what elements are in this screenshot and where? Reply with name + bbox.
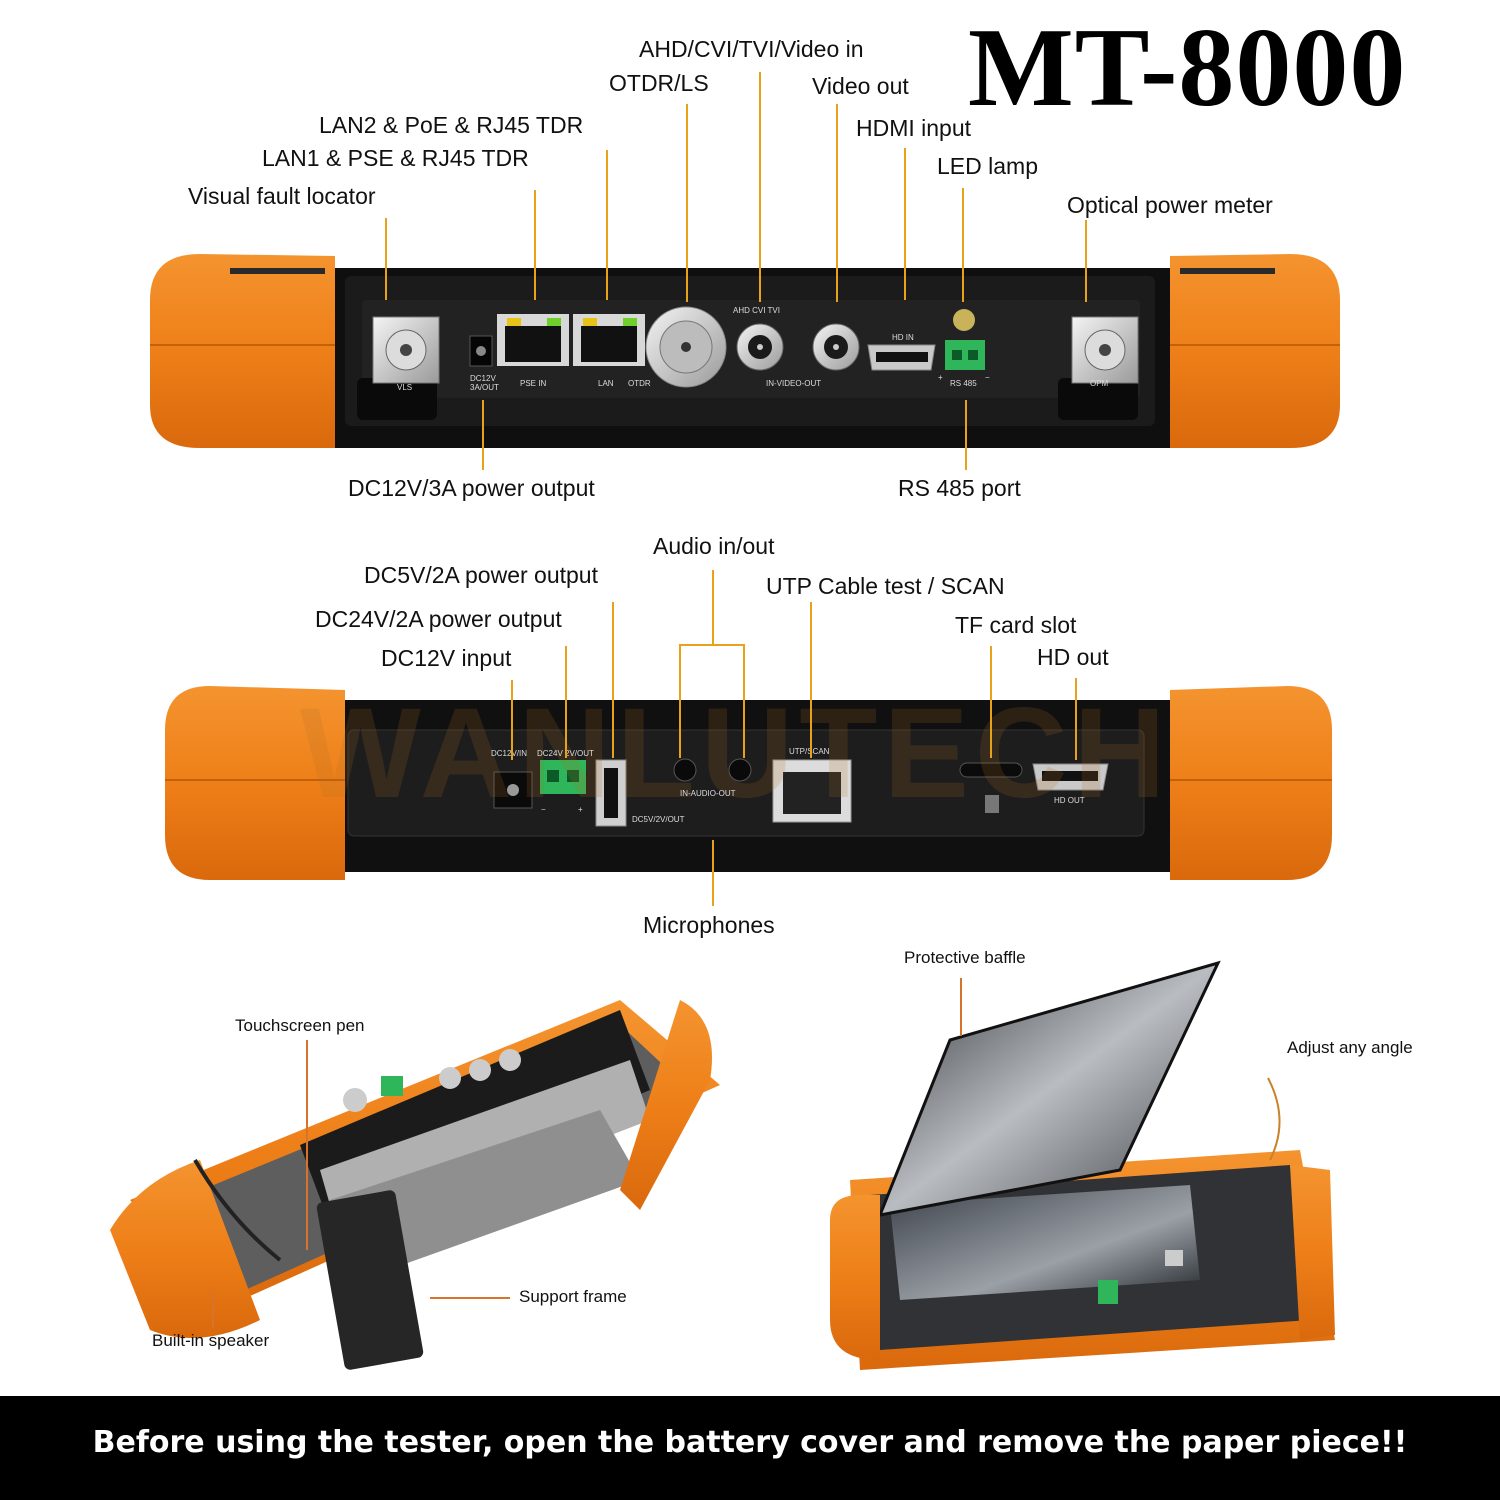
dc5v-label: DC5V/2A power output <box>364 562 598 588</box>
mic-leader <box>712 840 714 906</box>
opm-port-label: OPM <box>1090 379 1109 388</box>
dc5v-leader <box>612 602 614 758</box>
baffle-leader <box>960 978 962 1036</box>
utp-label: UTP Cable test / SCAN <box>766 573 1005 599</box>
dc3a-port-label: 3A/OUT <box>470 383 499 392</box>
dc12in-label: DC12V input <box>381 645 512 671</box>
vls-port-label: VLS <box>397 383 413 392</box>
lan2-leader <box>606 150 608 300</box>
tf-label: TF card slot <box>955 612 1077 638</box>
ahd-leader <box>759 72 761 302</box>
rs485-minus-label: − <box>985 373 990 382</box>
dc24v-minus-label: − <box>541 805 546 814</box>
baffle-label: Protective baffle <box>904 948 1026 967</box>
lan-port-label: LAN <box>598 379 614 388</box>
audio-leader-stem <box>712 570 714 644</box>
speaker-leader <box>212 1290 214 1328</box>
hd-in-port-label: HD IN <box>892 333 914 342</box>
footer-notice: Before using the tester, open the batter… <box>92 1425 1408 1460</box>
otdr-port-label: OTDR <box>628 379 651 388</box>
rs485-plus-label: + <box>938 373 943 382</box>
rs485-label: RS 485 port <box>898 475 1021 501</box>
ahd-cvi-tvi-port-label: AHD CVI TVI <box>733 306 780 315</box>
rs485-port-label: RS 485 <box>950 379 977 388</box>
utp-leader <box>810 602 812 758</box>
touch-pen-leader <box>306 1040 308 1250</box>
audio-leader-bar <box>679 644 745 646</box>
dc12in-leader <box>511 680 513 760</box>
footer-bar <box>0 1396 1500 1500</box>
led-label: LED lamp <box>937 153 1038 179</box>
dc12v-port-label: DC12V <box>470 374 496 383</box>
otdr-leader <box>686 104 688 302</box>
audio-out-leader <box>743 644 745 758</box>
dc5v-out-port-label: DC5V/2V/OUT <box>632 815 685 824</box>
opm-leader <box>1085 220 1087 302</box>
hdout-leader <box>1075 678 1077 760</box>
dc12out-label: DC12V/3A power output <box>348 475 595 501</box>
tilted-device-back <box>110 1000 720 1370</box>
support-frame-leader <box>430 1297 510 1299</box>
hdout-label: HD out <box>1037 644 1109 670</box>
adjust-angle-label: Adjust any angle <box>1287 1038 1413 1057</box>
tf-leader <box>990 646 992 758</box>
dc12v-in-port-label: DC12V/IN <box>491 749 528 758</box>
hdmi-in-leader <box>904 148 906 300</box>
dc24v-leader <box>565 646 567 758</box>
video-out-leader <box>836 104 838 302</box>
middle-device <box>165 686 1332 880</box>
dc24v-label: DC24V/2A power output <box>315 606 562 632</box>
video-out-label: Video out <box>812 73 909 99</box>
audio-port-label: IN-AUDIO-OUT <box>680 789 736 798</box>
hdmi-in-label: HDMI input <box>856 115 972 141</box>
audio-label: Audio in/out <box>653 533 775 559</box>
rs485-leader <box>965 400 967 470</box>
lan2-label: LAN2 & PoE & RJ45 TDR <box>319 112 584 138</box>
product-title: MT-8000 <box>968 6 1407 130</box>
mic-label: Microphones <box>643 912 775 938</box>
speaker-label: Built-in speaker <box>152 1331 270 1350</box>
utp-port-label: UTP/SCAN <box>789 748 829 756</box>
ahd-label: AHD/CVI/TVI/Video in <box>639 36 864 62</box>
lan1-label: LAN1 & PSE & RJ45 TDR <box>262 145 529 171</box>
top-device <box>150 254 1340 448</box>
watermark: WANLUTECH <box>300 682 1172 825</box>
in-video-out-port-label: IN-VIDEO-OUT <box>766 379 822 388</box>
vfl-leader <box>385 218 387 300</box>
touch-pen-label: Touchscreen pen <box>235 1016 365 1035</box>
led-leader <box>962 188 964 302</box>
vfl-label: Visual fault locator <box>188 183 376 209</box>
opm-label: Optical power meter <box>1067 192 1273 218</box>
support-frame-label: Support frame <box>519 1287 627 1306</box>
hd-out-port-label: HD OUT <box>1054 796 1085 805</box>
device-with-baffle <box>830 960 1335 1370</box>
pse-in-port-label: PSE IN <box>520 379 547 388</box>
dc12out-leader <box>482 400 484 470</box>
otdr-label: OTDR/LS <box>609 70 709 96</box>
lan1-leader <box>534 190 536 300</box>
dc24v-plus-label: + <box>578 805 583 814</box>
audio-in-leader <box>679 644 681 758</box>
